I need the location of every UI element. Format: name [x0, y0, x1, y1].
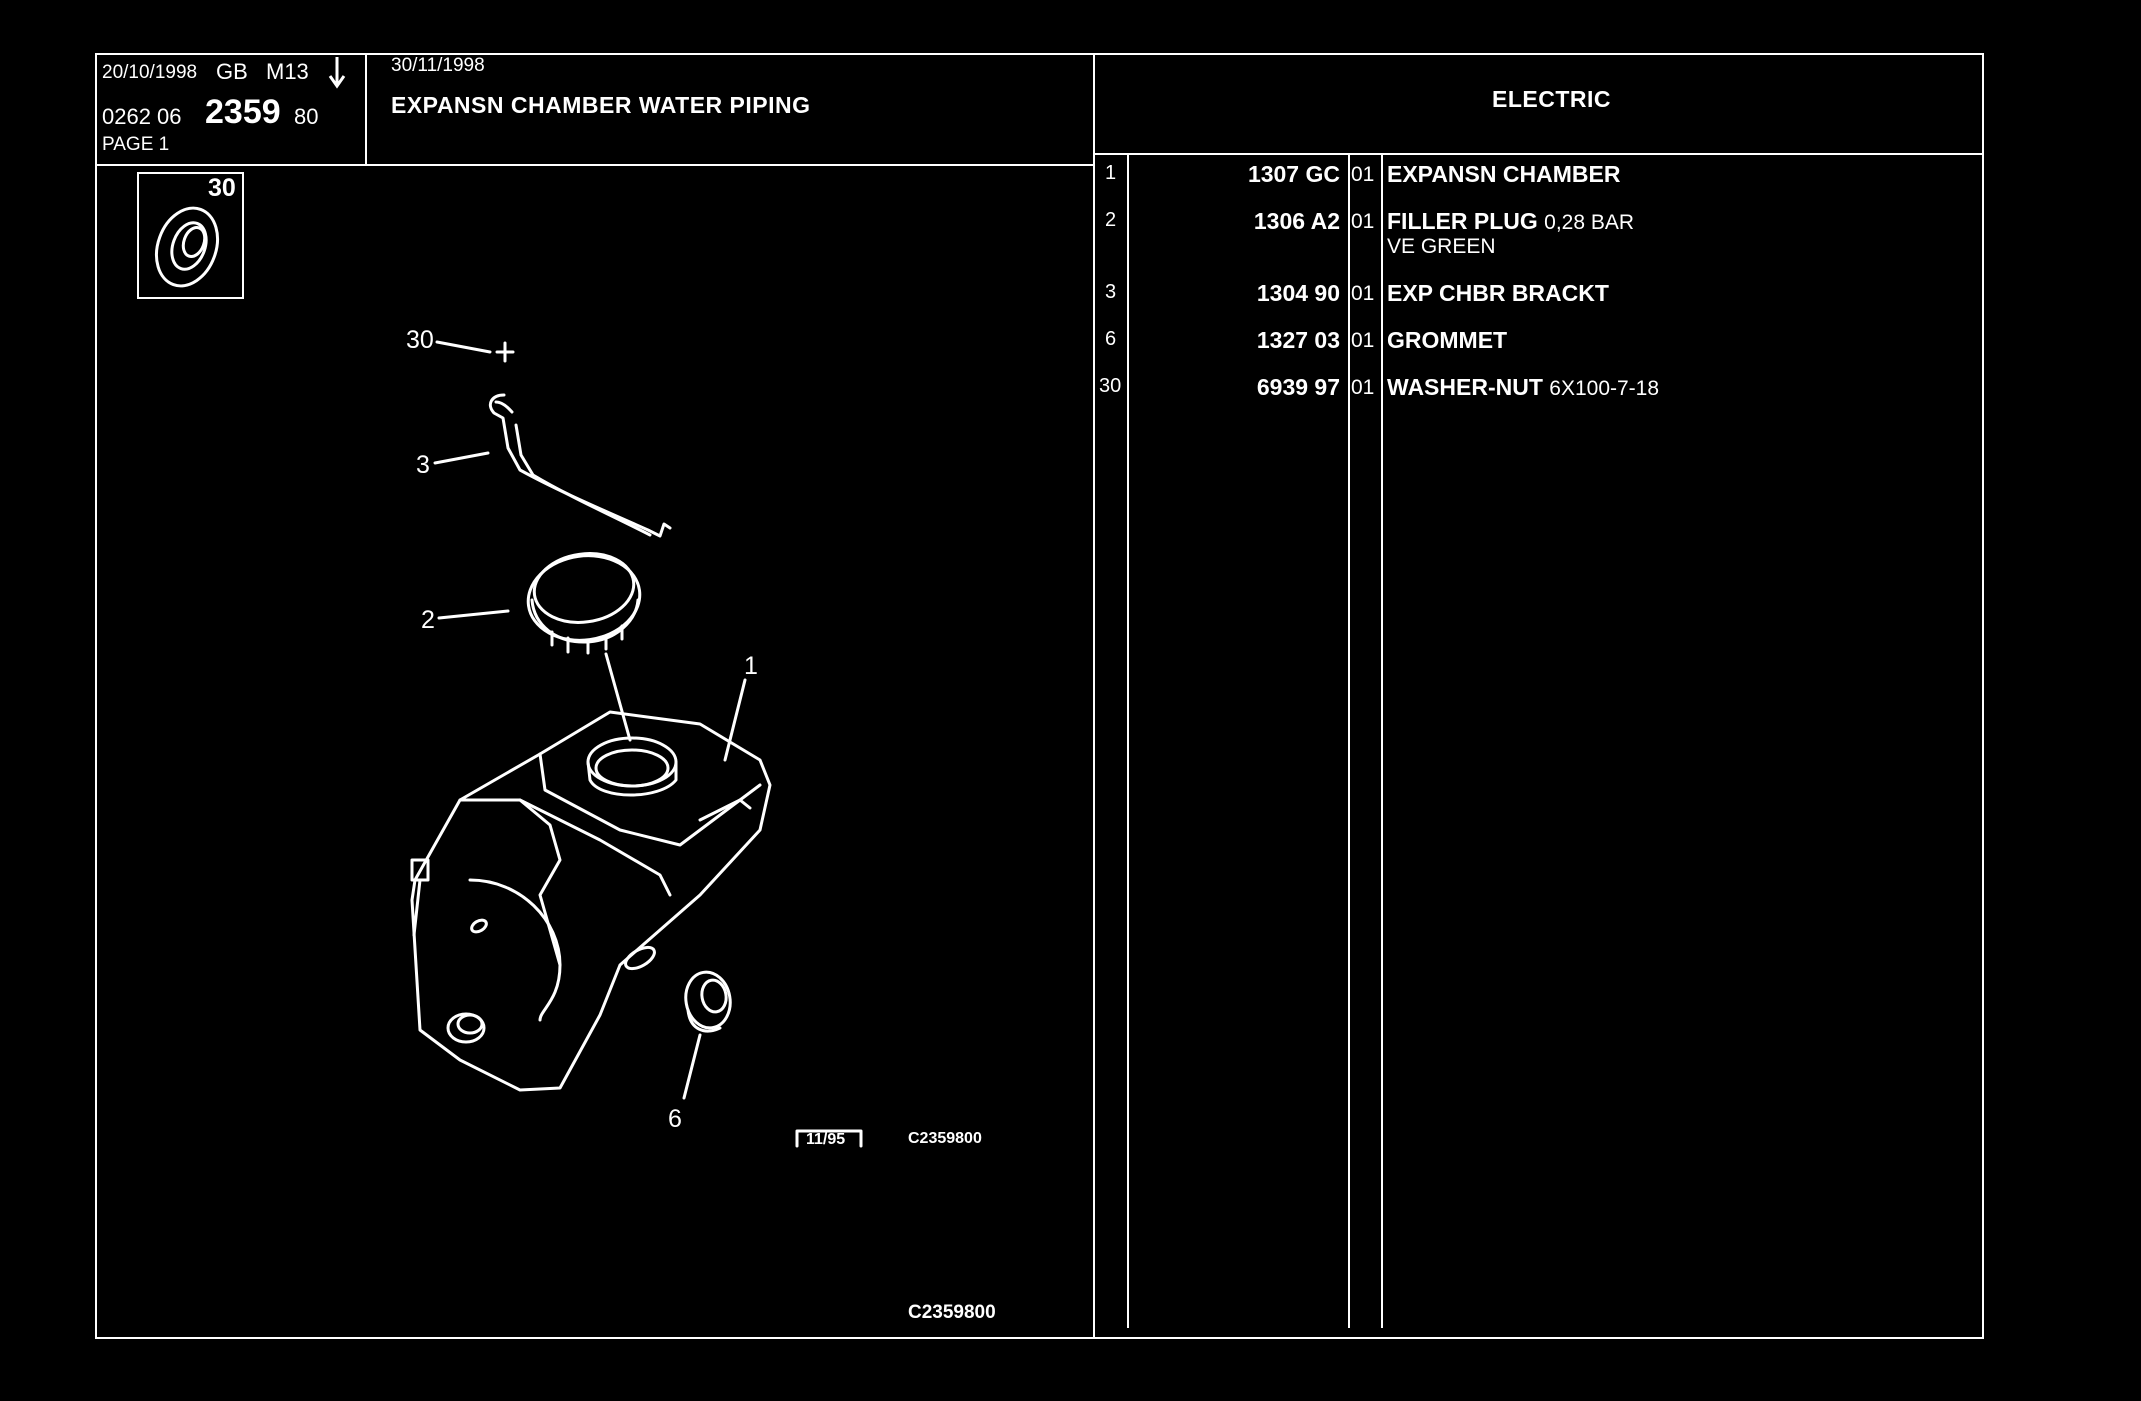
part-qty: 01	[1351, 210, 1375, 233]
part-number: 6	[1105, 328, 1117, 350]
table-col-qty	[1381, 153, 1383, 1328]
table-col-ref	[1348, 153, 1350, 1328]
inset-box	[137, 172, 244, 299]
part-number: 2	[1105, 209, 1117, 231]
header-ref-main: 2359	[205, 93, 281, 131]
part-ref: 1307 GC	[1247, 161, 1340, 187]
part-desc: WASHER-NUT 6X100-7-18	[1387, 374, 1659, 401]
header-page: PAGE 1	[102, 134, 170, 155]
part-qty: 01	[1351, 282, 1375, 305]
part-desc: FILLER PLUG 0,28 BAR	[1387, 208, 1634, 235]
part-qty: 01	[1351, 376, 1375, 399]
header-date: 20/10/1998	[102, 62, 198, 83]
part-ref: 1327 03	[1256, 327, 1340, 353]
callout-30: 30	[406, 326, 434, 354]
page-title: EXPANSN CHAMBER WATER PIPING	[391, 92, 811, 118]
part-desc-main: EXPANSN CHAMBER	[1387, 161, 1621, 187]
header-model: M13	[266, 59, 309, 84]
part-desc-sub: VE GREEN	[1387, 235, 1496, 258]
part-desc-extra: 0,28 BAR	[1544, 211, 1635, 234]
part-desc-main: WASHER-NUT	[1387, 374, 1543, 400]
inset-label: 30	[208, 174, 236, 202]
callout-3: 3	[416, 451, 430, 479]
part-desc-main: FILLER PLUG	[1387, 208, 1538, 234]
callout-1: 1	[744, 652, 758, 680]
document-frame	[95, 53, 1984, 1339]
header-divider	[365, 53, 367, 166]
callout-6: 6	[668, 1105, 682, 1133]
part-desc: EXPANSN CHAMBER	[1387, 161, 1620, 188]
part-desc-extra: 6X100-7-18	[1549, 377, 1660, 400]
category-title: ELECTRIC	[1492, 86, 1611, 112]
part-ref: 1306 A2	[1253, 208, 1340, 234]
part-number: 30	[1099, 375, 1122, 397]
part-qty: 01	[1351, 163, 1375, 186]
header-rule-left	[95, 164, 1094, 166]
header-rule-right	[1093, 153, 1984, 155]
part-desc: GROMMET	[1387, 327, 1507, 354]
column-divider	[1093, 53, 1095, 1339]
header-ref-prefix: 0262 06	[102, 104, 182, 129]
stamp-code: C2359800	[908, 1130, 982, 1147]
part-ref: 1304 90	[1256, 280, 1340, 306]
part-desc-main: EXP CHBR BRACKT	[1387, 280, 1609, 306]
header-ref-suffix: 80	[294, 104, 319, 129]
stamp-date: 11/95	[806, 1131, 846, 1148]
part-desc: EXP CHBR BRACKT	[1387, 280, 1609, 307]
table-col-num	[1127, 153, 1129, 1328]
callout-2: 2	[421, 606, 435, 634]
footer-code: C2359800	[908, 1302, 996, 1323]
header-lang: GB	[216, 59, 248, 84]
part-number: 3	[1105, 281, 1117, 303]
part-qty: 01	[1351, 329, 1375, 352]
part-desc-main: GROMMET	[1387, 327, 1508, 353]
header-updated: 30/11/1998	[391, 55, 485, 76]
part-number: 1	[1105, 162, 1117, 184]
part-ref: 6939 97	[1256, 374, 1340, 400]
